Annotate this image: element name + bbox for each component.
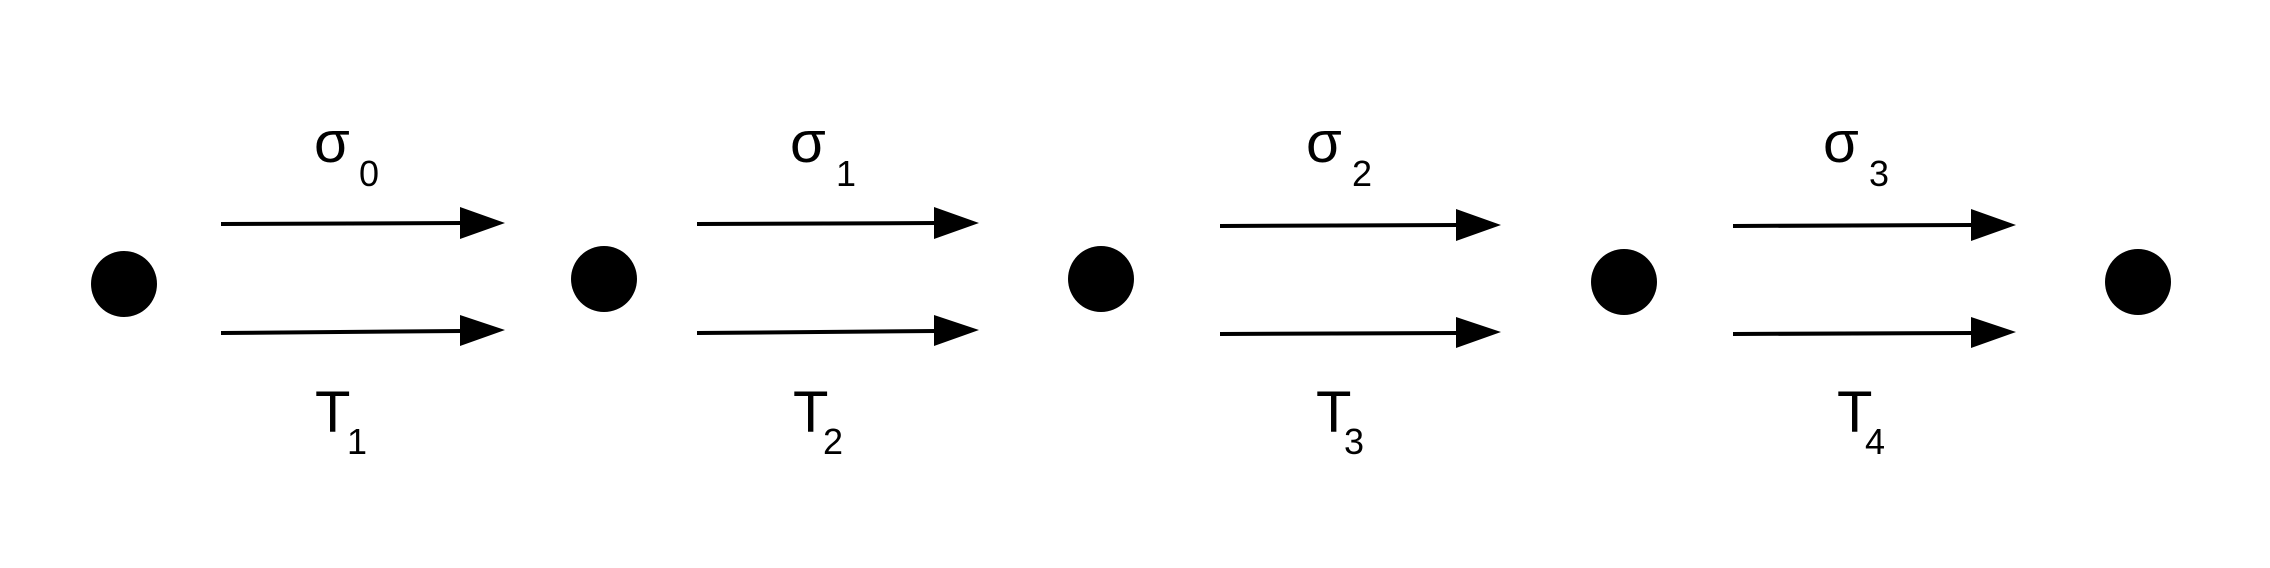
edge-1-top-subscript: 1	[836, 153, 856, 194]
node-2	[1068, 246, 1134, 312]
edge-2-top-subscript: 2	[1352, 153, 1372, 194]
edge-3-bottom-label: T	[1837, 380, 1872, 445]
edge-0-bottom-arrow-head	[460, 315, 505, 346]
edge-2-bottom-arrow-head	[1456, 317, 1501, 348]
edge-3-bottom-arrow-shaft	[1732, 331, 1974, 336]
edge-2: σ 2 T 3	[1219, 110, 1501, 462]
edge-3-bottom-arrow-head	[1971, 317, 2016, 348]
edge-2-top-label: σ	[1306, 110, 1342, 175]
edge-0-bottom-label: T	[315, 380, 350, 445]
edge-1-bottom-arrow-head	[934, 315, 979, 346]
edge-3-top-arrow-head	[1971, 209, 2016, 241]
node-3	[1591, 249, 1657, 315]
edge-3: σ 3 T 4	[1732, 110, 2016, 462]
edge-1-bottom-subscript: 2	[823, 421, 843, 462]
edge-1-top-label: σ	[790, 110, 826, 175]
edge-0-top-label: σ	[314, 110, 350, 175]
node-4	[2105, 249, 2171, 315]
edge-3-top-subscript: 3	[1869, 153, 1889, 194]
edge-1-top-arrow-head	[934, 207, 979, 239]
edge-1-bottom-label: T	[793, 380, 828, 445]
edge-0-top-subscript: 0	[359, 153, 379, 194]
edge-1-bottom-arrow-shaft	[696, 329, 937, 335]
edge-1: σ 1 T 2	[696, 110, 979, 462]
edge-3-bottom-subscript: 4	[1865, 421, 1885, 462]
node-0	[91, 251, 157, 317]
edge-2-top-arrow-head	[1456, 209, 1501, 241]
edge-0-bottom-subscript: 1	[347, 421, 367, 462]
edge-0-top-arrow-shaft	[220, 221, 463, 226]
edge-3-top-label: σ	[1823, 110, 1859, 175]
edge-0-bottom-arrow-shaft	[220, 329, 463, 335]
edge-3-top-arrow-shaft	[1732, 223, 1974, 228]
edge-2-bottom-label: T	[1316, 380, 1351, 445]
edge-0: σ 0 T 1	[220, 110, 505, 462]
edge-2-top-arrow-shaft	[1219, 223, 1459, 228]
edge-2-bottom-subscript: 3	[1344, 421, 1364, 462]
edge-2-bottom-arrow-shaft	[1219, 331, 1459, 336]
edge-0-top-arrow-head	[460, 207, 505, 239]
edge-1-top-arrow-shaft	[696, 221, 937, 226]
node-1	[571, 246, 637, 312]
